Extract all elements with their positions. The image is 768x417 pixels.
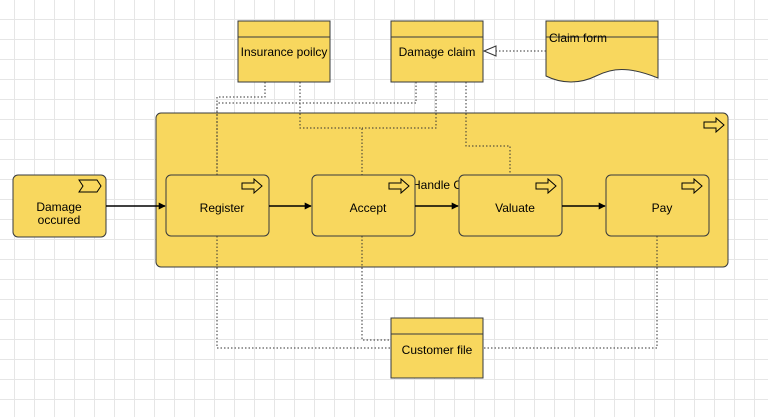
association-register-customerfile [216,236,392,349]
damage-occured-event[interactable]: Damage occured [12,174,107,238]
container-label: Handle C [412,178,462,192]
association-policy-accept [299,82,363,176]
process-arrow-icon [681,177,703,195]
customer-file-object[interactable]: Customer file [390,317,484,379]
damage-claim-object[interactable]: Damage claim [390,20,484,83]
customer-file-label: Customer file [402,343,473,357]
association-claim-accept [362,82,437,129]
claim-form-label: Claim form [549,31,607,45]
realization-arrowhead [482,45,497,57]
process-arrow-icon [535,177,557,195]
valuate-label: Valuate [495,201,535,215]
register-label: Register [200,201,245,215]
accept-label: Accept [350,201,387,215]
association-pay-customerfile [483,236,658,349]
damage-claim-label: Damage claim [399,45,476,59]
event-icon [78,179,102,193]
event-label-line2: occured [38,213,81,227]
handle-claim-container[interactable] [155,112,729,268]
event-label-line1: Damage [36,200,82,214]
register-process[interactable]: Register [165,174,270,237]
association-lines [216,45,658,349]
insurance-policy-object[interactable]: Insurance poilcy [237,20,331,83]
process-arrow-icon [388,177,410,195]
association-accept-customerfile [361,236,392,341]
pay-label: Pay [652,201,673,215]
association-claim-valuate [465,82,511,176]
insurance-policy-label: Insurance poilcy [241,45,328,59]
process-arrow-icon [703,116,725,134]
accept-process[interactable]: Accept [311,174,416,237]
claim-form-representation[interactable]: Claim form [545,20,659,83]
valuate-process[interactable]: Valuate [458,174,563,237]
process-arrow-icon [241,177,263,195]
association-claim-register [216,82,417,176]
pay-process[interactable]: Pay [605,174,710,237]
